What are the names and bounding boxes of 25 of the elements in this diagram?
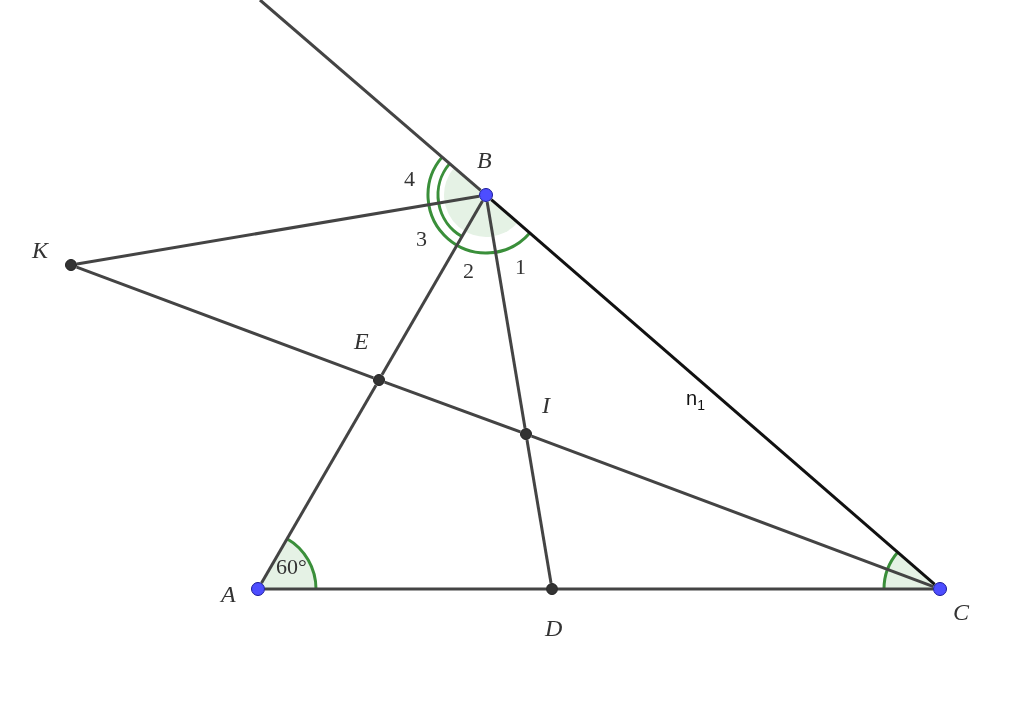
angle-label: 1 — [515, 256, 526, 278]
ray — [259, 0, 482, 192]
line-segment — [265, 587, 546, 591]
point-label: A — [221, 582, 236, 606]
point-label: B — [477, 148, 492, 172]
angle-label: 2 — [463, 260, 474, 282]
edge-label: n$_{1}$ — [686, 388, 705, 412]
point-label: C — [953, 600, 969, 624]
line-segment — [490, 198, 936, 586]
line-segment — [76, 265, 374, 380]
line-segment — [531, 434, 934, 588]
line-segment — [76, 194, 480, 266]
line-segment — [525, 439, 553, 584]
line-segment — [485, 201, 527, 429]
point-label: K — [32, 238, 48, 262]
line-segment — [558, 587, 933, 591]
angle-label: 3 — [416, 228, 427, 250]
angle-label: 4 — [404, 168, 415, 190]
angle-label: 60° — [276, 556, 307, 578]
point-label: I — [542, 393, 550, 417]
line-segment — [260, 384, 378, 584]
point-label: E — [354, 329, 369, 353]
line-segment — [384, 380, 521, 434]
point-label: D — [545, 616, 563, 640]
line-segment — [380, 200, 484, 376]
